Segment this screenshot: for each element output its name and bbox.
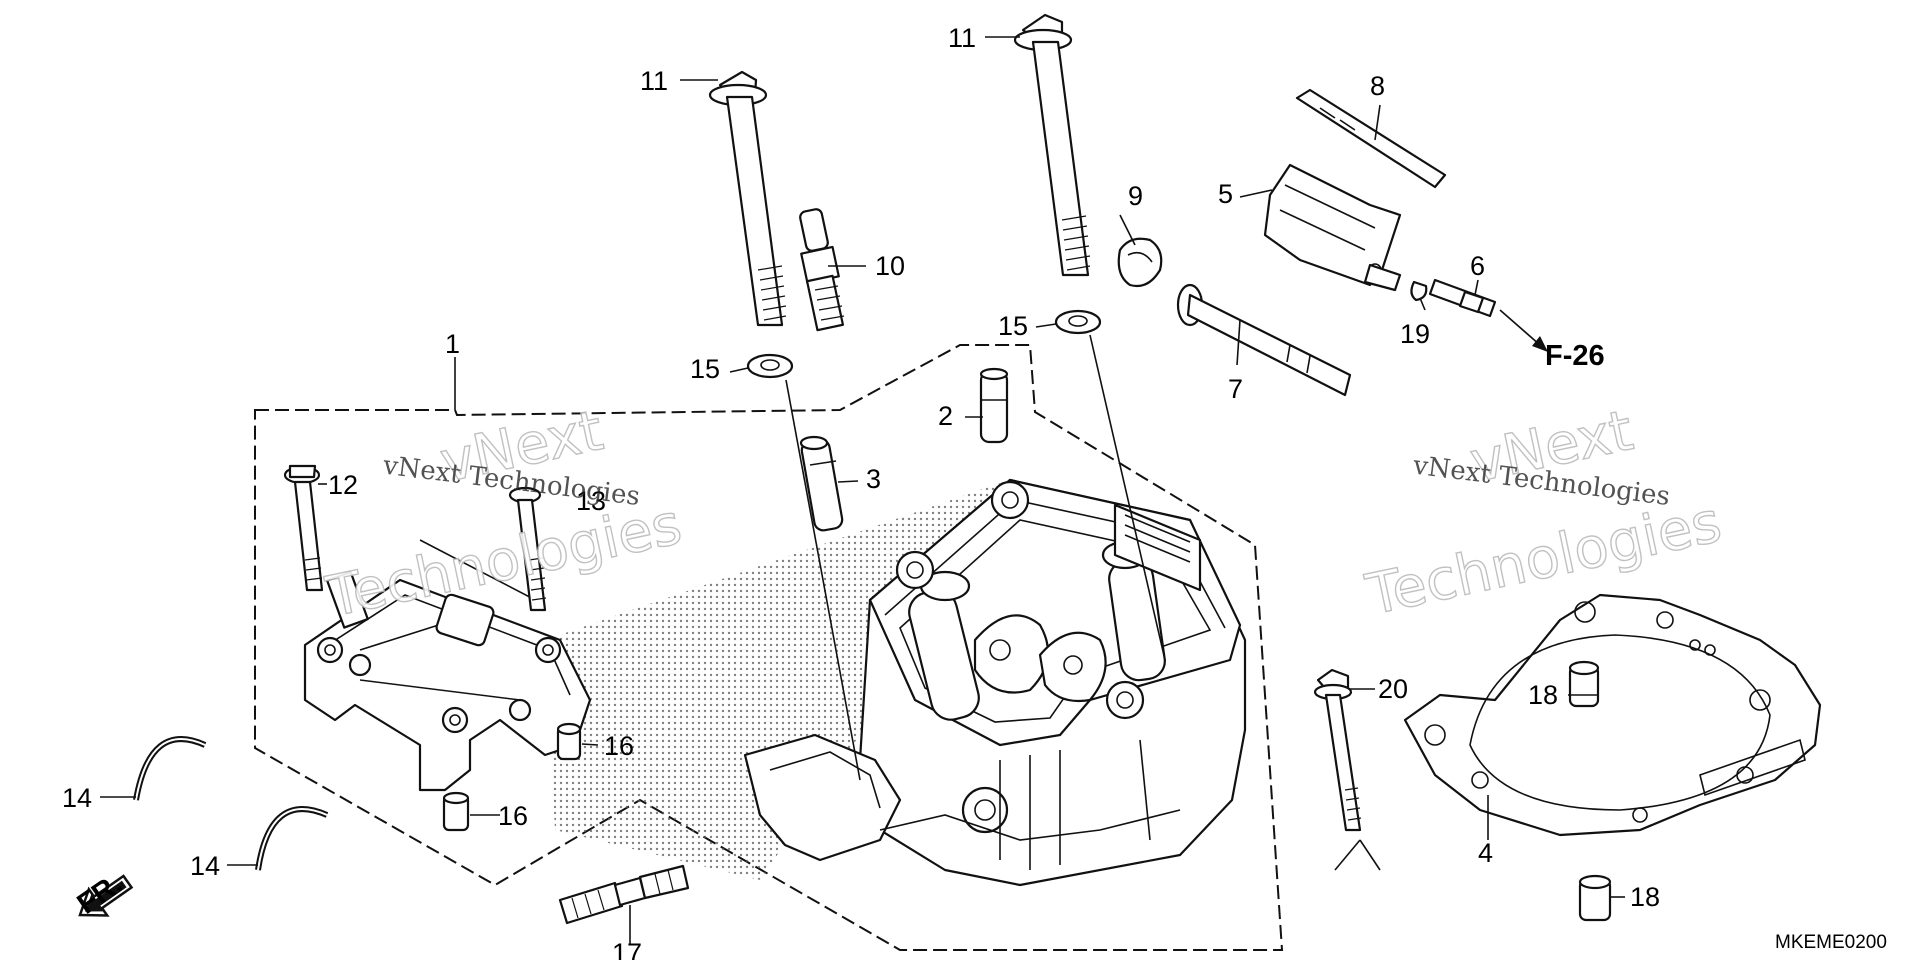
watermark-right: vNext Technologies vNext Technologies bbox=[1360, 397, 1728, 629]
shaft-7 bbox=[1176, 283, 1352, 397]
callout-9: 9 bbox=[1128, 181, 1143, 211]
assembly-outline bbox=[254, 344, 1284, 951]
watermark-left: vNext Technologies vNext Technologies bbox=[320, 397, 688, 631]
cam-holder-5 bbox=[1263, 163, 1402, 292]
washer-15-left bbox=[746, 353, 794, 379]
clip-9 bbox=[1117, 237, 1163, 288]
callout-18-lower: 18 bbox=[1630, 882, 1660, 912]
callout-3: 3 bbox=[866, 464, 881, 494]
callout-2: 2 bbox=[938, 401, 953, 431]
callout-10: 10 bbox=[875, 251, 905, 281]
callout-8: 8 bbox=[1370, 71, 1385, 101]
spark-plug-10 bbox=[799, 208, 845, 332]
cylinder-head bbox=[743, 478, 1247, 887]
callout-16-lower: 16 bbox=[498, 801, 528, 831]
callout-19: 19 bbox=[1400, 319, 1430, 349]
rocker-holder bbox=[303, 539, 592, 792]
leader-lines bbox=[100, 36, 1625, 945]
bolt-20 bbox=[1313, 668, 1362, 832]
reference-arrow bbox=[1499, 309, 1548, 352]
clip-14-upper bbox=[133, 736, 207, 801]
shaft-8 bbox=[1295, 88, 1447, 189]
clip-14-lower-inner bbox=[257, 808, 328, 871]
callout-1: 1 bbox=[445, 329, 460, 359]
callout-6: 6 bbox=[1470, 251, 1485, 281]
reference-label: F-26 bbox=[1545, 340, 1605, 372]
dowel-16-upper bbox=[556, 722, 582, 761]
dowel-18-lower bbox=[1578, 874, 1612, 922]
bolt-13 bbox=[508, 486, 547, 612]
diagram-code: MKEME0200 bbox=[1775, 932, 1887, 953]
callout-7: 7 bbox=[1228, 374, 1243, 404]
bolt-11-right bbox=[1013, 13, 1091, 277]
callout-4: 4 bbox=[1478, 838, 1493, 868]
bolt-11-left bbox=[708, 70, 787, 327]
valve-guide-3 bbox=[799, 435, 844, 532]
callout-12: 12 bbox=[328, 470, 358, 500]
washer-15-right bbox=[1054, 309, 1102, 335]
callout-15-right: 15 bbox=[998, 311, 1028, 341]
gasket-4 bbox=[1403, 593, 1822, 837]
callout-15-left: 15 bbox=[690, 354, 720, 384]
clip-14-lower bbox=[255, 806, 329, 871]
bolt-12 bbox=[283, 464, 324, 592]
front-direction-arrow bbox=[78, 874, 134, 917]
clip-14-upper-inner bbox=[135, 738, 206, 801]
callout-13: 13 bbox=[576, 486, 606, 516]
watermark-left-line3: Technologies bbox=[321, 492, 687, 631]
callout-14-upper: 14 bbox=[62, 783, 92, 813]
stud-17 bbox=[558, 864, 690, 925]
callout-16-upper: 16 bbox=[604, 731, 634, 761]
dowel-16-lower bbox=[442, 791, 470, 832]
callout-5: 5 bbox=[1218, 179, 1233, 209]
clip-19 bbox=[1410, 280, 1428, 302]
bolt-6 bbox=[1428, 278, 1497, 318]
callout-18-upper: 18 bbox=[1528, 680, 1558, 710]
dowel-18-upper bbox=[1568, 660, 1600, 708]
valve-guide-2 bbox=[979, 367, 1009, 444]
callout-17: 17 bbox=[612, 938, 642, 960]
callout-20: 20 bbox=[1378, 674, 1408, 704]
callout-11-left: 11 bbox=[640, 66, 668, 96]
callout-14-lower: 14 bbox=[190, 851, 220, 881]
callout-11-right: 11 bbox=[948, 23, 976, 53]
